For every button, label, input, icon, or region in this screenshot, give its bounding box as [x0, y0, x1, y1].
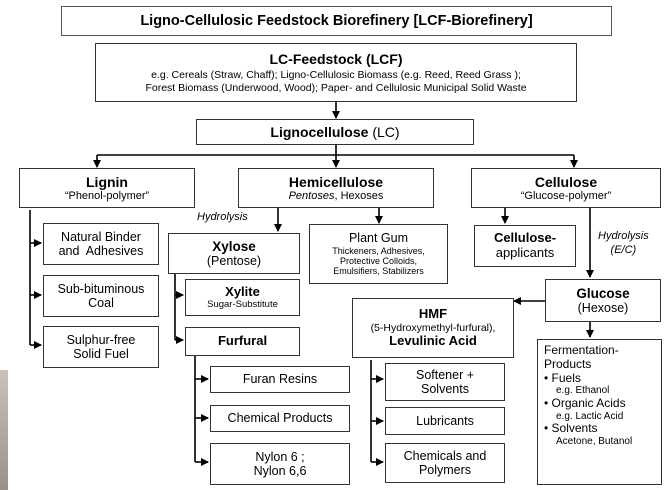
- feedstock-box: LC-Feedstock (LCF) e.g. Cereals (Straw, …: [95, 43, 577, 102]
- product-chemicals-line-2: Polymers: [418, 463, 472, 477]
- product-chemical-products: Chemical Products: [210, 405, 350, 432]
- product-chemicals-line-1: Chemicals and: [403, 448, 487, 463]
- lignin-heading: Lignin: [86, 173, 128, 190]
- cellulose-heading: Cellulose: [534, 173, 598, 190]
- hmf-fullname: (5-Hydroxymethyl-furfural),: [370, 321, 496, 334]
- product-lubricants: Lubricants: [385, 407, 505, 435]
- product-coal-line-1: Sub-bituminous: [57, 281, 145, 296]
- fermentation-item-solvents: • Solvents: [544, 421, 598, 436]
- product-nylon: Nylon 6 ; Nylon 6,6: [210, 443, 350, 485]
- product-chemicals-polymers: Chemicals and Polymers: [385, 443, 505, 483]
- cellulose-applicants-line-1: Cellulose-: [493, 230, 557, 246]
- fermentation-item-fuels: • Fuels: [544, 370, 581, 385]
- xylose-sub: (Pentose): [206, 254, 262, 269]
- plant-gum-line-2: Protective Colloids,: [339, 256, 418, 267]
- product-sulphur-free-fuel: Sulphur-free Solid Fuel: [43, 326, 159, 368]
- cellulose-applicants-line-2: applicants: [495, 245, 555, 260]
- xylite-heading: Xylite: [225, 283, 260, 299]
- product-softener-solvents: Softener + Solvents: [385, 363, 505, 401]
- product-lubricants-label: Lubricants: [416, 413, 474, 428]
- furfural-label: Furfural: [217, 333, 268, 349]
- feedstock-heading: LC-Feedstock (LCF): [269, 51, 403, 68]
- product-natural-binder-line-2: and Adhesives: [58, 244, 144, 258]
- lignin-sub: “Phenol-polymer”: [64, 189, 150, 202]
- fermentation-item-organic-acids: • Organic Acids: [544, 395, 626, 410]
- hmf-box: HMF (5-Hydroxymethyl-furfural), Levulini…: [352, 298, 514, 358]
- hemicellulose-hexoses: , Hexoses: [334, 189, 384, 202]
- feedstock-line-1: e.g. Cereals (Straw, Chaff); Ligno-Cellu…: [151, 69, 521, 82]
- product-softener-line-1: Softener +: [415, 367, 475, 382]
- product-furan-resins-label: Furan Resins: [242, 372, 318, 387]
- product-chemical-products-label: Chemical Products: [227, 411, 333, 426]
- product-nylon-line-1: Nylon 6 ;: [255, 449, 305, 464]
- fermentation-example-acetone-butanol: Acetone, Butanol: [556, 435, 633, 447]
- hydrolysis-right-line-1: Hydrolysis: [598, 230, 649, 242]
- feedstock-line-2: Forest Biomass (Underwood, Wood); Paper-…: [145, 81, 527, 94]
- fermentation-example-lactic-acid: e.g. Lactic Acid: [556, 410, 624, 422]
- fermentation-title-1: Fermentation-: [544, 343, 619, 357]
- product-furan-resins: Furan Resins: [210, 366, 350, 393]
- hemicellulose-pentoses: Pentoses: [288, 189, 335, 202]
- plant-gum-box: Plant Gum Thickeners, Adhesives, Protect…: [309, 224, 448, 284]
- xylose-heading: Xylose: [212, 238, 256, 254]
- plant-gum-line-3: Emulsifiers, Stabilizers: [333, 266, 424, 277]
- cellulose-applicants-box: Cellulose- applicants: [474, 225, 576, 267]
- fermentation-products-box: Fermentation- Products • Fuels e.g. Etha…: [537, 339, 662, 485]
- product-fuel-line-2: Solid Fuel: [73, 347, 129, 361]
- glucose-box: Glucose (Hexose): [545, 279, 661, 322]
- hydrolysis-label-right: Hydrolysis (E/C): [598, 229, 649, 258]
- product-natural-binder-line-1: Natural Binder: [61, 229, 141, 244]
- product-natural-binder: Natural Binder and Adhesives: [43, 223, 159, 265]
- fermentation-title-2: Products: [544, 356, 592, 371]
- fermentation-example-ethanol: e.g. Ethanol: [556, 385, 610, 397]
- hydrolysis-label-left: Hydrolysis: [197, 211, 248, 223]
- hmf-levulinic-acid: Levulinic Acid: [389, 333, 477, 349]
- photo-edge-fragment: [0, 370, 8, 490]
- xylite-box: Xylite Sugar-Substitute: [185, 279, 300, 316]
- lignocellulose-box: Lignocellulose (LC): [196, 119, 474, 145]
- product-coal-line-2: Coal: [88, 296, 114, 310]
- cellulose-sub: “Glucose-polymer”: [520, 189, 612, 202]
- hemicellulose-box: Hemicellulose Pentoses, Hexoses: [238, 168, 434, 208]
- cellulose-box: Cellulose “Glucose-polymer”: [471, 168, 661, 208]
- xylite-sub: Sugar-Substitute: [207, 298, 278, 310]
- product-nylon-line-2: Nylon 6,6: [253, 464, 307, 478]
- glucose-sub: (Hexose): [577, 301, 629, 316]
- furfural-box: Furfural: [185, 327, 300, 356]
- product-softener-line-2: Solvents: [421, 382, 469, 396]
- lignin-box: Lignin “Phenol-polymer”: [19, 168, 195, 208]
- xylose-box: Xylose (Pentose): [168, 233, 300, 274]
- lignocellulose-label: Lignocellulose: [270, 123, 369, 140]
- diagram-title: Ligno-Cellulosic Feedstock Biorefinery […: [61, 6, 612, 36]
- plant-gum-heading: Plant Gum: [348, 231, 409, 246]
- product-sub-bituminous-coal: Sub-bituminous Coal: [43, 275, 159, 317]
- product-fuel-line-1: Sulphur-free: [66, 332, 136, 347]
- hemicellulose-heading: Hemicellulose: [288, 173, 384, 190]
- diagram-title-text: Ligno-Cellulosic Feedstock Biorefinery […: [140, 12, 533, 29]
- plant-gum-line-1: Thickeners, Adhesives,: [332, 245, 425, 256]
- glucose-heading: Glucose: [576, 285, 630, 301]
- hydrolysis-right-line-2: (E/C): [610, 244, 637, 257]
- hmf-heading: HMF: [418, 306, 448, 322]
- lignocellulose-abbr: (LC): [368, 123, 400, 140]
